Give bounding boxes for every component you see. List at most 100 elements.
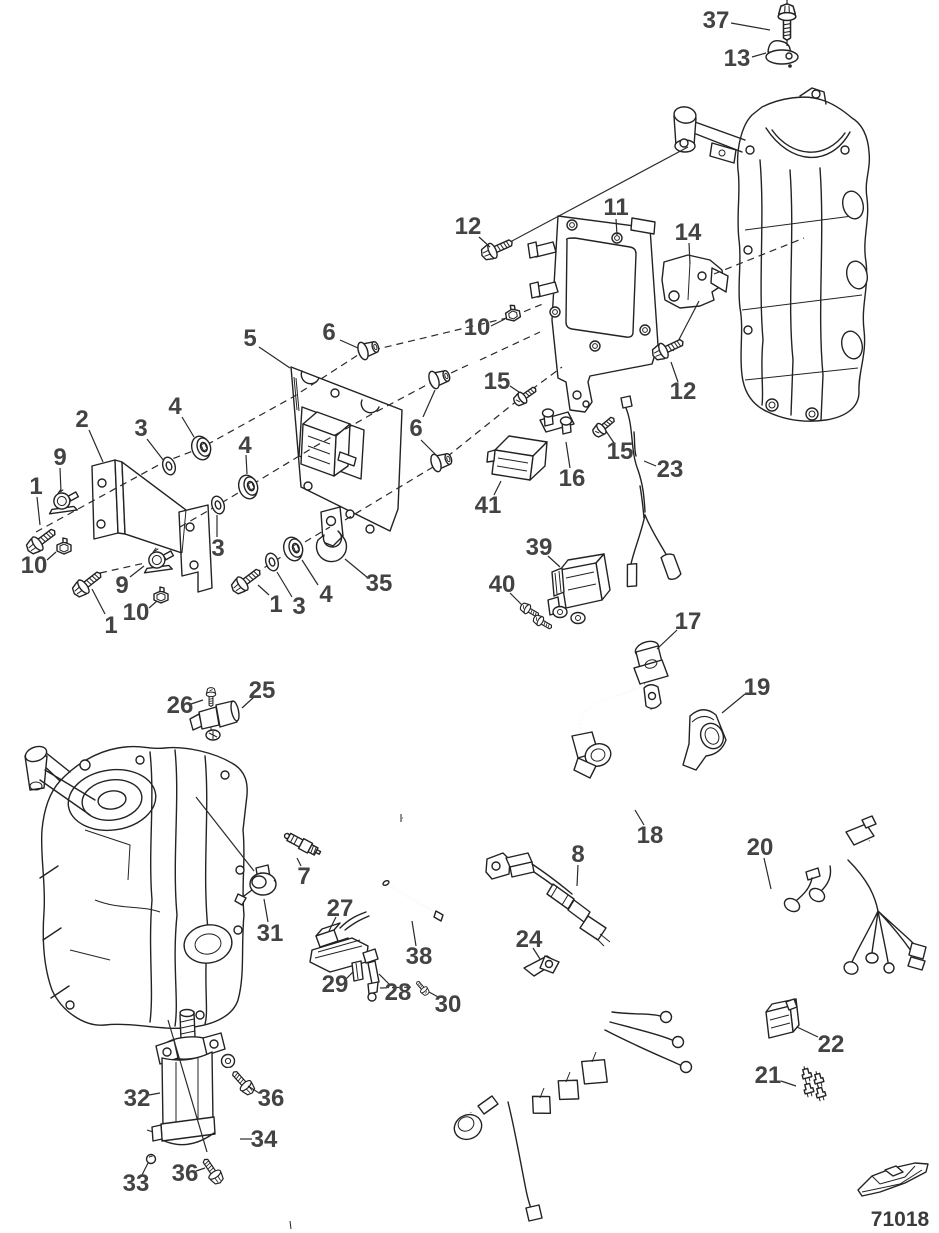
relay bbox=[486, 435, 548, 481]
callout-19: 19 bbox=[744, 674, 771, 701]
callout-1: 1 bbox=[29, 473, 42, 500]
callout-11: 11 bbox=[603, 194, 628, 221]
callout-40: 40 bbox=[489, 571, 516, 598]
hex-bolt-icon bbox=[68, 566, 106, 601]
link-rod bbox=[382, 879, 444, 922]
callout-10: 10 bbox=[21, 552, 48, 579]
callout-10: 10 bbox=[123, 599, 150, 626]
callout-6: 6 bbox=[322, 319, 335, 346]
callout-37: 37 bbox=[703, 7, 730, 34]
callout-1: 1 bbox=[104, 612, 117, 639]
callout-28: 28 bbox=[385, 979, 412, 1006]
sleeve-icon bbox=[426, 365, 453, 391]
callout-7: 7 bbox=[297, 863, 310, 890]
callout-leader-27 bbox=[328, 916, 337, 932]
callout-3: 3 bbox=[134, 415, 147, 442]
callout-leader-10 bbox=[490, 318, 506, 327]
callout-9: 9 bbox=[115, 572, 128, 599]
callout-leader-15 bbox=[509, 385, 520, 393]
callout-leader-2 bbox=[88, 429, 104, 463]
callout-leader-35 bbox=[344, 558, 369, 579]
callout-36: 36 bbox=[258, 1085, 285, 1112]
callout-36: 36 bbox=[172, 1160, 199, 1187]
callout-leader-12 bbox=[670, 361, 679, 383]
callout-6: 6 bbox=[409, 415, 422, 442]
callout-33: 33 bbox=[123, 1170, 150, 1197]
callout-leader-25 bbox=[241, 696, 255, 709]
washer-icon bbox=[159, 454, 179, 478]
spark-plug-lead bbox=[571, 640, 669, 779]
electrical-bracket bbox=[91, 459, 213, 593]
callout-leader-30 bbox=[428, 991, 441, 999]
callout-13: 13 bbox=[724, 45, 751, 72]
callout-leader-21 bbox=[780, 1080, 797, 1087]
hex-bolt-icon bbox=[227, 563, 266, 598]
callout-leader-6 bbox=[339, 339, 359, 349]
boat-logo bbox=[857, 1162, 929, 1197]
callout-24: 24 bbox=[516, 926, 543, 953]
callout-25: 25 bbox=[249, 677, 276, 704]
callout-leader-29 bbox=[345, 971, 354, 980]
crank-position-sensor bbox=[189, 700, 240, 741]
spark-plug bbox=[283, 832, 322, 856]
callout-35: 35 bbox=[366, 570, 393, 597]
callout-leader-31 bbox=[263, 898, 269, 923]
cable-clamp bbox=[315, 506, 348, 563]
callout-3: 3 bbox=[211, 535, 224, 562]
grommet-icon bbox=[235, 471, 262, 502]
clamp-icon bbox=[45, 486, 81, 515]
ignition-coil bbox=[547, 553, 611, 625]
callout-leader-36 bbox=[195, 1167, 206, 1172]
starter-motor bbox=[146, 1008, 226, 1146]
callout-leader-9 bbox=[59, 467, 62, 493]
callout-leader-19 bbox=[721, 693, 746, 714]
callout-leader-36 bbox=[247, 1085, 260, 1094]
callout-12: 12 bbox=[670, 378, 697, 405]
grommet-icon bbox=[280, 533, 307, 564]
callout-26: 26 bbox=[167, 692, 194, 719]
clamp-icon bbox=[140, 545, 176, 574]
starter-cable bbox=[220, 1053, 292, 1230]
callout-41: 41 bbox=[475, 492, 502, 519]
sleeve-icon bbox=[355, 336, 382, 362]
temperature-sensor bbox=[234, 864, 277, 906]
callout-34: 34 bbox=[251, 1126, 278, 1153]
ignition-coil-bracket bbox=[539, 408, 575, 435]
fuse-clip-icon bbox=[811, 1069, 826, 1089]
callout-leader-33 bbox=[141, 1162, 149, 1176]
callout-32: 32 bbox=[124, 1085, 151, 1112]
callout-leader-23 bbox=[643, 460, 657, 467]
callout-leader-11 bbox=[615, 218, 618, 236]
hex-bolt-icon bbox=[198, 1155, 227, 1188]
clip-nut-icon bbox=[153, 586, 169, 604]
main-wiring-harness bbox=[453, 815, 927, 1222]
callout-leader-16 bbox=[565, 441, 571, 469]
callout-leader-3 bbox=[276, 571, 293, 598]
clip-nut-icon bbox=[503, 303, 522, 323]
callout-leader-10 bbox=[46, 551, 57, 561]
callout-4: 4 bbox=[238, 432, 252, 459]
callout-22: 22 bbox=[818, 1031, 845, 1058]
callout-leader-22 bbox=[796, 1026, 819, 1038]
callout-leader-18 bbox=[634, 809, 645, 826]
fuse-clip-icon bbox=[801, 1079, 816, 1099]
callout-10: 10 bbox=[464, 314, 491, 341]
callout-20: 20 bbox=[747, 834, 774, 861]
screw-icon bbox=[589, 412, 619, 440]
sub-harness bbox=[485, 852, 611, 947]
callout-leader-5 bbox=[258, 346, 291, 369]
callout-18: 18 bbox=[637, 822, 664, 849]
callout-leader-39 bbox=[547, 555, 561, 568]
mounting-plate bbox=[527, 215, 659, 413]
callout-12: 12 bbox=[455, 213, 482, 240]
callout-29: 29 bbox=[322, 971, 349, 998]
callout-21: 21 bbox=[755, 1062, 782, 1089]
callout-38: 38 bbox=[406, 943, 433, 970]
ball-icon bbox=[145, 1153, 157, 1165]
screw-icon bbox=[205, 687, 217, 707]
callout-leader-1 bbox=[36, 496, 41, 526]
screw-icon bbox=[531, 612, 555, 633]
